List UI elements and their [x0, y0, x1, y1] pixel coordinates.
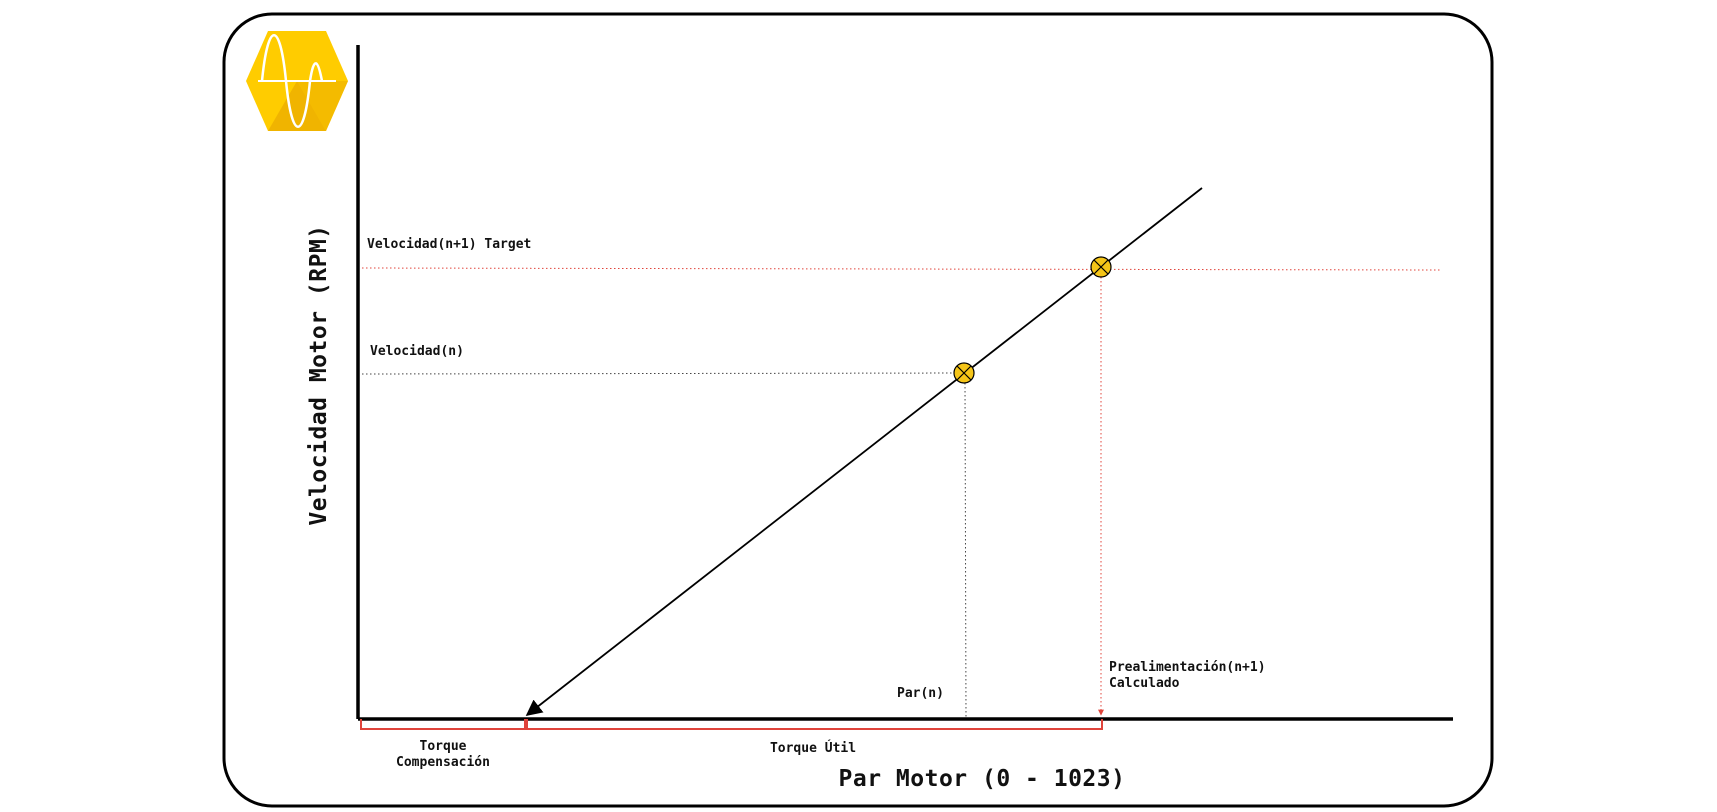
sine-wave-hexagon-icon — [246, 31, 348, 131]
velocidad-target-label: Velocidad(n+1) Target — [367, 237, 531, 252]
prealimentacion-label: Prealimentación(n+1) — [1109, 660, 1266, 675]
par-n-label: Par(n) — [897, 686, 944, 701]
velocidad-n-label: Velocidad(n) — [370, 344, 464, 359]
current-point-marker — [953, 362, 975, 384]
current-speed-guide — [361, 372, 965, 375]
diagram-frame — [222, 12, 1494, 808]
y-axis-title: Velocidad Motor (RPM) — [306, 224, 332, 525]
torque-util-label: Torque Útil — [770, 740, 856, 756]
torque-compensacion-label: Torque — [420, 739, 467, 754]
torque-compensacion-sublabel: Compensación — [396, 755, 490, 770]
torque-util-bracket — [526, 719, 1103, 730]
x-axis-title: Par Motor (0 - 1023) — [839, 766, 1126, 792]
target-point-marker — [1090, 256, 1112, 278]
torque-compensacion-bracket — [360, 719, 526, 730]
prealimentacion-sublabel: Calculado — [1109, 676, 1180, 691]
torque-speed-line — [525, 187, 1203, 716]
